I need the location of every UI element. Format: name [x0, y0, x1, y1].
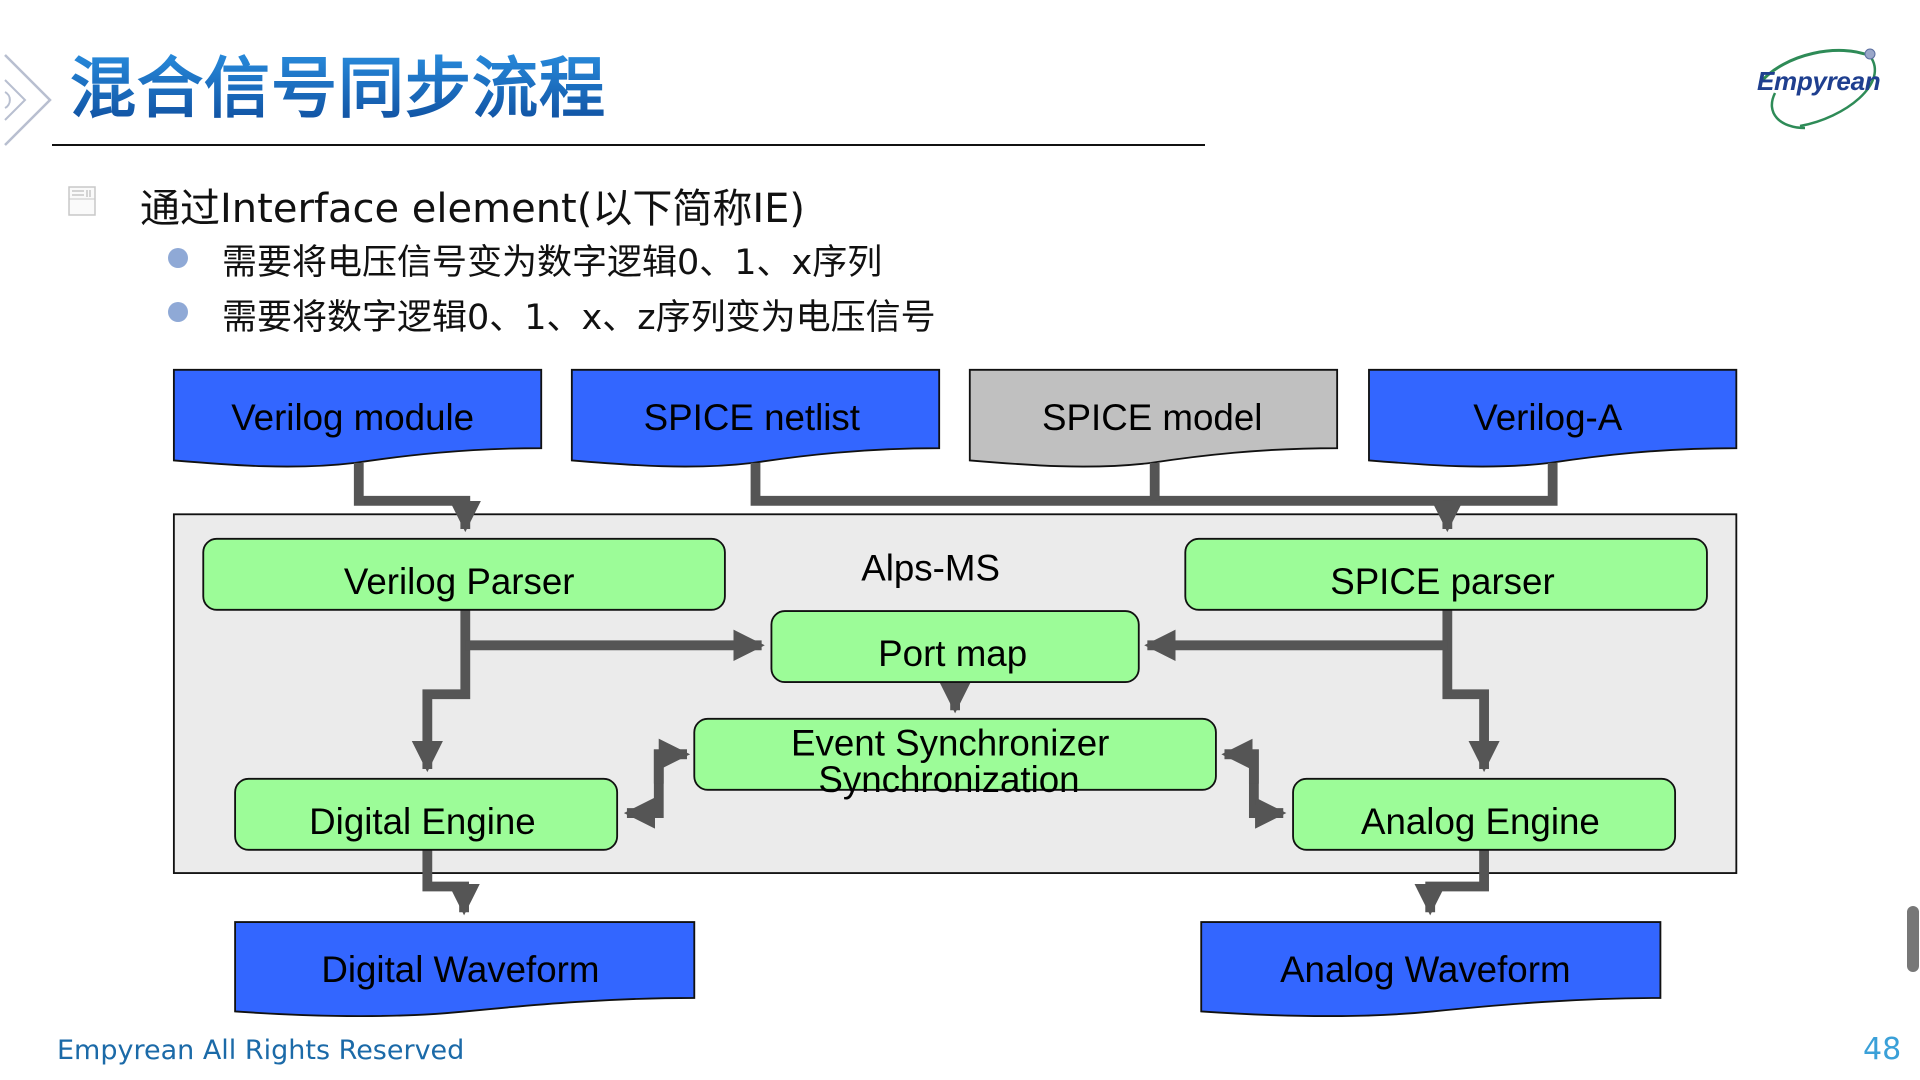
process-label: Port map: [878, 633, 1027, 674]
document-bullet-icon: [68, 186, 96, 216]
connector-analog-to-waveform: [1414, 849, 1489, 916]
process-label: Digital Engine: [309, 801, 536, 842]
input-verilog-a: Verilog-A: [1368, 368, 1738, 468]
connector-analog-sync: [1221, 738, 1259, 784]
bullet-dot-icon: [168, 302, 188, 322]
bullet-main: 通过Interface element(以下简称IE): [140, 186, 806, 232]
output-label: Digital Waveform: [321, 949, 599, 990]
input-verilog-module: Verilog module: [172, 368, 543, 468]
slide-title: 混合信号同步流程: [70, 47, 606, 131]
input-label: SPICE model: [1042, 397, 1262, 438]
document-shape: [234, 921, 696, 1017]
input-spice-model: SPICE model: [968, 368, 1339, 468]
connector-sparser-to-analog: [1442, 609, 1500, 773]
output-digital-waveform: Digital Waveform: [234, 921, 696, 1017]
process-label-line2: Synchronization: [818, 759, 1079, 800]
footer-copyright: Empyrean All Rights Reserved: [57, 1035, 465, 1066]
process-verilog-parser: Verilog Parser: [202, 537, 726, 611]
container-label: Alps-MS: [861, 547, 1000, 588]
process-digital-engine: Digital Engine: [234, 777, 619, 851]
process-event-synchronizer: Event Synchronizer Synchronization: [693, 717, 1217, 800]
connectors: [353, 462, 1558, 916]
output-analog-waveform: Analog Waveform: [1200, 921, 1662, 1017]
empyrean-logo-icon: [1758, 48, 1877, 130]
document-shape: [1368, 368, 1738, 468]
input-label: SPICE netlist: [644, 397, 860, 438]
process-label: SPICE parser: [1330, 561, 1554, 602]
title-chevron-icon: [4, 54, 52, 146]
scrollbar-thumb[interactable]: [1907, 906, 1919, 972]
output-label: Analog Waveform: [1280, 949, 1570, 990]
process-label: Event Synchronizer: [791, 723, 1109, 764]
connector-digital-sync: [653, 738, 691, 784]
bullet-sub: 需要将电压信号变为数字逻辑0、1、x序列: [222, 243, 883, 283]
connector-digital-to-waveform: [422, 849, 480, 916]
process-spice-parser: SPICE parser: [1184, 537, 1708, 611]
document-shape: [570, 368, 941, 468]
input-label: Verilog-A: [1473, 397, 1622, 438]
process-analog-engine: Analog Engine: [1292, 777, 1677, 851]
page-number: 48: [1863, 1032, 1902, 1067]
connector-verilog-to-parser: [353, 462, 481, 533]
process-label: Verilog Parser: [344, 561, 575, 602]
bullet-dot-icon: [168, 248, 188, 268]
title-underline: [52, 144, 1205, 146]
document-shape: [1200, 921, 1662, 1017]
logo-text: Empyrean: [1757, 66, 1881, 96]
document-shape: [968, 368, 1339, 468]
process-label: Analog Engine: [1361, 801, 1600, 842]
process-port-map: Port map: [770, 610, 1140, 683]
connector-vparser-to-digital: [411, 609, 471, 773]
input-label: Verilog module: [231, 397, 474, 438]
document-shape: [172, 368, 543, 468]
input-spice-netlist: SPICE netlist: [570, 368, 941, 468]
bullet-sub: 需要将数字逻辑0、1、x、z序列变为电压信号: [222, 298, 936, 338]
